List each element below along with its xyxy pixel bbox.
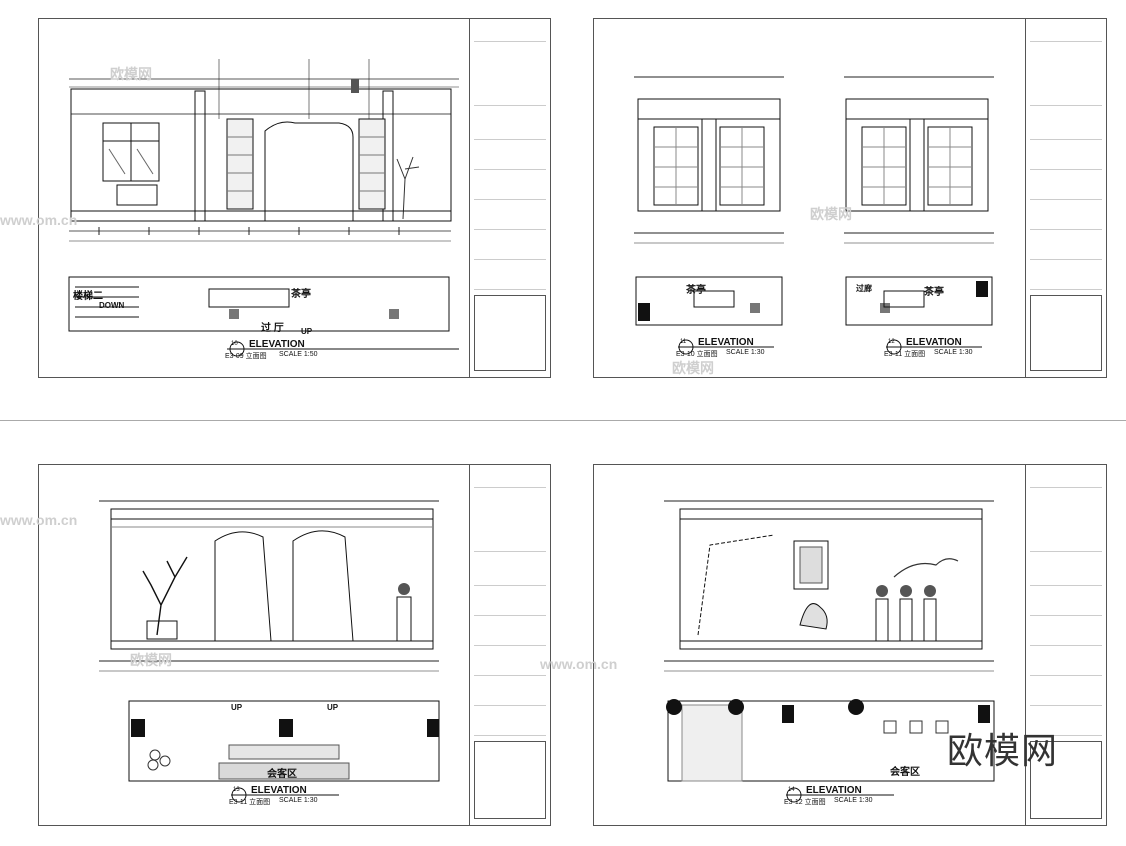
title-block: [1025, 465, 1106, 825]
drawing-sheet-10: 楼梯二 DOWN 茶亭 过 厅 UP 10 ELEVATION E3-09 立面…: [38, 18, 551, 378]
elevation-ref-2: E3-11 立面图: [884, 351, 926, 358]
watermark: www.om.cn: [0, 512, 78, 528]
elevation-title: ELEVATION: [249, 339, 305, 350]
title-block: [469, 465, 550, 825]
plan-label-up-2: UP: [327, 703, 339, 712]
elevation-ref: E3-11 立面图: [229, 799, 271, 806]
elevation-ref: E3-09 立面图: [225, 353, 267, 360]
plan-label-reception: 会客区: [890, 767, 920, 778]
elevation-ref: E3-10 立面图: [676, 351, 718, 358]
plan-label-corridor: 过廊: [856, 284, 872, 293]
plan-label-tea-right: 茶亭: [924, 287, 944, 298]
drawing-sheet-13: UP UP 会客区 13 ELEVATION E3-11 立面图 SCALE 1…: [38, 464, 551, 826]
title-block: [1025, 19, 1106, 377]
elevation-title: ELEVATION: [698, 337, 754, 348]
elevation-title: ELEVATION: [806, 785, 862, 796]
elevation-title: ELEVATION: [251, 785, 307, 796]
elevation-14-drawing: [664, 500, 995, 803]
plan-label-up-1: UP: [231, 703, 243, 712]
elevation-num: 14: [788, 787, 795, 793]
plan-label-stairs: 楼梯二: [73, 291, 103, 302]
elevation-10-drawing: [68, 59, 459, 357]
plan-label-down: DOWN: [99, 301, 125, 310]
elevation-11-12-drawing: [634, 76, 994, 355]
watermark: 欧模网: [672, 360, 714, 376]
drawing-sheet-11-12: 茶亭 过廊 茶亭 11 ELEVATION E3-10 立面图 SCALE 1:…: [593, 18, 1107, 378]
watermark: www.om.cn: [0, 212, 78, 228]
elevation-scale: SCALE 1:30: [279, 797, 318, 804]
elevation-scale: SCALE 1:30: [834, 797, 873, 804]
plan-label-up: UP: [301, 327, 313, 336]
elevation-num-2: 12: [888, 339, 895, 345]
row-divider: [0, 420, 1126, 421]
watermark: www.om.cn: [540, 656, 618, 672]
elevation-title-2: ELEVATION: [906, 337, 962, 348]
watermark-logo: 欧模网: [946, 731, 1058, 772]
drawing-sheet-14: 会客区 14 ELEVATION E3-12 立面图 SCALE 1:30: [593, 464, 1107, 826]
elevation-num: 11: [680, 339, 687, 345]
elevation-scale-2: SCALE 1:30: [934, 349, 973, 356]
elevation-scale: SCALE 1:30: [726, 349, 765, 356]
plan-label-tea-left: 茶亭: [686, 285, 706, 296]
watermark: 欧模网: [810, 206, 852, 222]
elevation-num: 13: [233, 787, 240, 793]
plan-label-reception: 会客区: [267, 769, 297, 780]
elevation-13-drawing: [99, 500, 440, 803]
elevation-ref: E3-12 立面图: [784, 799, 826, 806]
watermark: 欧模网: [130, 652, 172, 668]
elevation-num: 10: [231, 341, 238, 347]
title-block: [469, 19, 550, 377]
watermark: 欧模网: [110, 66, 152, 82]
elevation-scale: SCALE 1:50: [279, 351, 318, 358]
plan-label-hall: 过 厅: [261, 323, 284, 334]
plan-label-tea-pavilion: 茶亭: [291, 289, 311, 300]
